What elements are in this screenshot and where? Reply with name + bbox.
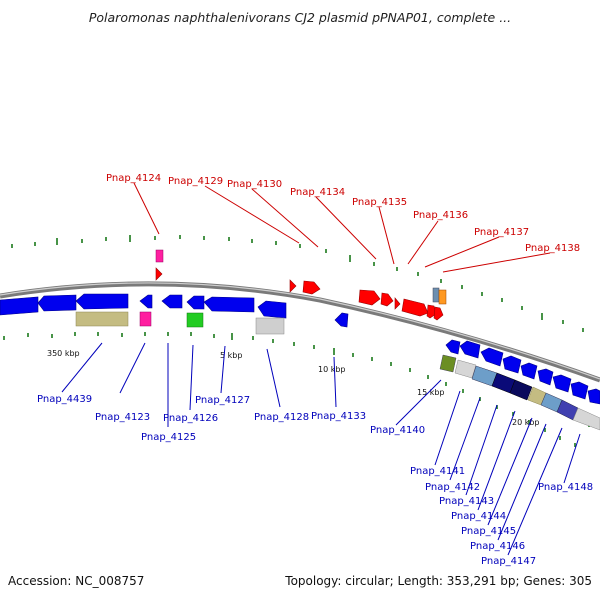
gene-arrow[interactable] <box>302 280 321 295</box>
gene-label[interactable]: Pnap_4141 <box>410 466 465 477</box>
gene-label[interactable]: Pnap_4124 <box>106 173 161 184</box>
feature-box[interactable] <box>255 317 285 335</box>
feature-box[interactable] <box>438 289 447 305</box>
outer-tick-ring <box>11 235 584 332</box>
gene-arrow[interactable] <box>161 294 183 309</box>
red-callout-lines <box>133 182 551 273</box>
map-title: Polaromonas naphthalenivorans CJ2 plasmi… <box>88 10 512 25</box>
gene-arrow[interactable] <box>380 292 394 307</box>
gene-arrow[interactable] <box>433 306 444 321</box>
gene-arrow[interactable] <box>520 362 538 380</box>
gene-arrow[interactable] <box>75 293 129 310</box>
scale-label: 5 kbp <box>220 351 242 360</box>
red-gene-labels: Pnap_4124 Pnap_4129 Pnap_4130 Pnap_4134 … <box>106 173 580 254</box>
gene-label[interactable]: Pnap_4126 <box>163 413 218 424</box>
gene-arrow[interactable] <box>570 381 589 400</box>
accession-label: Accession: NC_008757 <box>8 574 145 588</box>
gene-arrow[interactable] <box>203 296 255 313</box>
scale-label: 15 kbp <box>417 388 445 397</box>
gene-label[interactable]: Pnap_4128 <box>254 412 309 423</box>
feature-box[interactable] <box>432 287 440 303</box>
gene-label[interactable]: Pnap_4146 <box>470 541 525 552</box>
gene-label[interactable]: Pnap_4129 <box>168 176 223 187</box>
feature-boxes <box>75 249 600 431</box>
feature-box[interactable] <box>509 379 533 401</box>
gene-arrow[interactable] <box>289 279 297 293</box>
gene-label[interactable]: Pnap_4130 <box>227 179 282 190</box>
gene-label[interactable]: Pnap_4133 <box>311 411 366 422</box>
scale-label: 20 kbp <box>512 418 540 427</box>
gene-arrow[interactable] <box>257 300 287 319</box>
gene-label[interactable]: Pnap_4144 <box>451 511 506 522</box>
gene-arrow[interactable] <box>587 388 600 405</box>
gene-label[interactable]: Pnap_4148 <box>538 482 593 493</box>
feature-box[interactable] <box>439 354 457 373</box>
gene-label[interactable]: Pnap_4439 <box>37 394 92 405</box>
gene-arrow[interactable] <box>552 374 572 393</box>
gene-label[interactable]: Pnap_4140 <box>370 425 425 436</box>
gene-label[interactable]: Pnap_4125 <box>141 432 196 443</box>
gene-arrow[interactable] <box>334 312 349 328</box>
forward-strand-genes <box>155 267 444 321</box>
gene-label[interactable]: Pnap_4127 <box>195 395 250 406</box>
topology-label: Topology: circular; Length: 353,291 bp; … <box>285 574 592 588</box>
gene-arrow[interactable] <box>401 298 429 317</box>
gene-arrow[interactable] <box>394 297 401 310</box>
gene-arrow[interactable] <box>186 295 205 310</box>
feature-box[interactable] <box>572 407 600 431</box>
gene-label[interactable]: Pnap_4137 <box>474 227 529 238</box>
gene-arrow[interactable] <box>537 368 554 386</box>
gene-arrow[interactable] <box>502 355 522 374</box>
feature-box[interactable] <box>75 311 129 327</box>
blue-callout-lines <box>61 342 581 556</box>
gene-arrow[interactable] <box>37 294 77 312</box>
gene-label[interactable]: Pnap_4134 <box>290 187 345 198</box>
scale-labels: 350 kbp 5 kbp 10 kbp 15 kbp 20 kbp <box>47 349 540 427</box>
feature-box[interactable] <box>139 311 152 327</box>
gene-label[interactable]: Pnap_4135 <box>352 197 407 208</box>
gene-arrow[interactable] <box>0 296 39 316</box>
plasmid-backbone <box>0 281 600 383</box>
gene-label[interactable]: Pnap_4143 <box>439 496 494 507</box>
reverse-strand-genes <box>0 293 600 405</box>
gene-arrow[interactable] <box>480 347 504 367</box>
gene-label[interactable]: Pnap_4123 <box>95 412 150 423</box>
scale-label: 350 kbp <box>47 349 80 358</box>
gene-arrow[interactable] <box>139 294 153 309</box>
scale-label: 10 kbp <box>318 365 346 374</box>
gene-label[interactable]: Pnap_4145 <box>461 526 516 537</box>
gene-arrow[interactable] <box>426 304 437 319</box>
gene-arrow[interactable] <box>445 339 461 355</box>
gene-arrow[interactable] <box>155 267 163 281</box>
feature-box[interactable] <box>155 249 164 263</box>
gene-label[interactable]: Pnap_4147 <box>481 556 536 567</box>
gene-arrow[interactable] <box>358 289 381 306</box>
feature-box[interactable] <box>186 312 204 328</box>
blue-gene-labels: Pnap_4439 Pnap_4123 Pnap_4125 Pnap_4126 … <box>37 394 593 567</box>
gene-arrow[interactable] <box>459 340 481 359</box>
gene-label[interactable]: Pnap_4138 <box>525 243 580 254</box>
plasmid-backbone-highlight <box>0 282 600 380</box>
gene-label[interactable]: Pnap_4136 <box>413 210 468 221</box>
feature-box[interactable] <box>454 359 477 379</box>
gene-label[interactable]: Pnap_4142 <box>425 482 480 493</box>
